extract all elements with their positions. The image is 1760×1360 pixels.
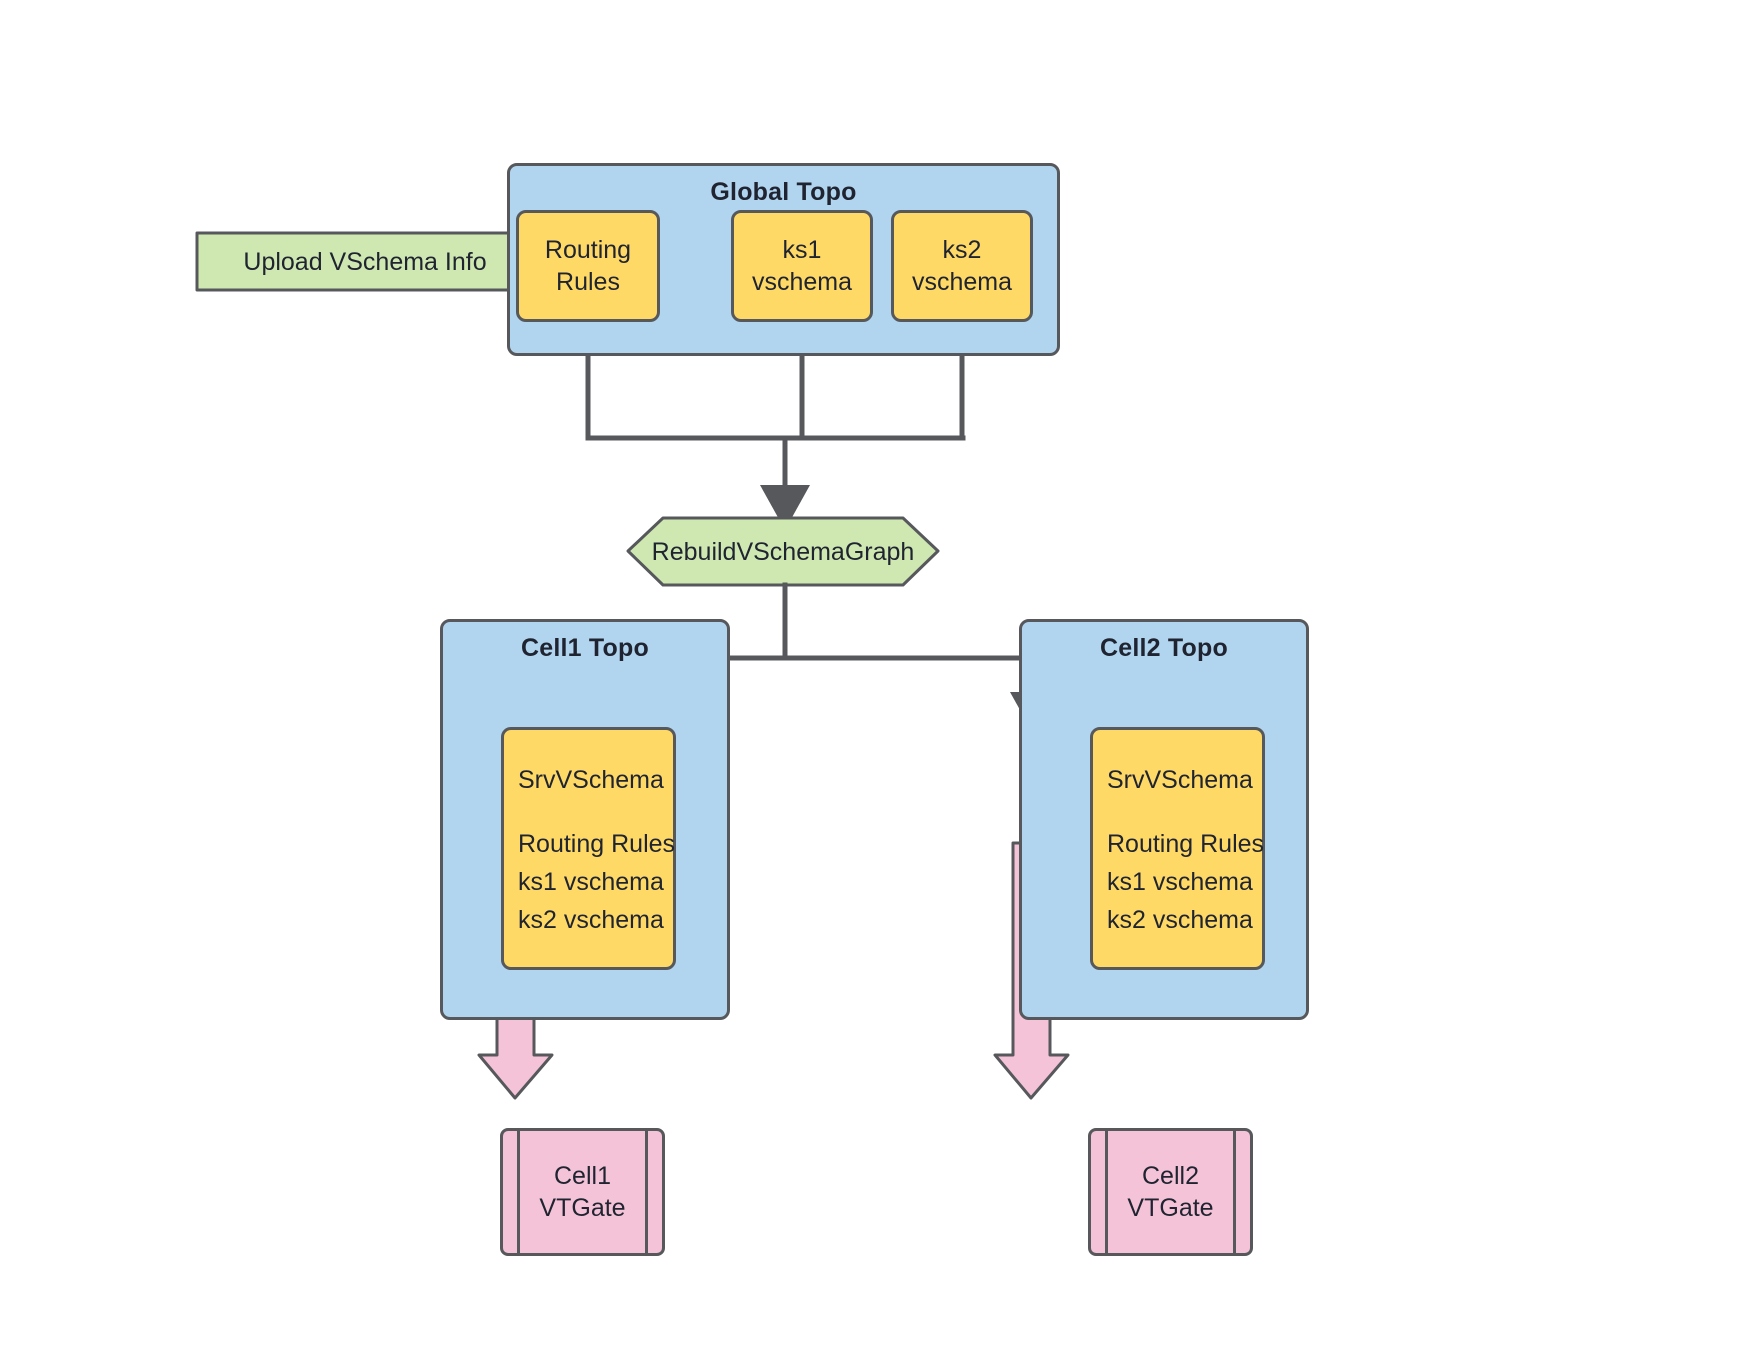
routing-rules-line1: Routing bbox=[544, 236, 632, 264]
cell2-vtgate-line2: VTGate bbox=[1127, 1194, 1214, 1222]
cell1-vtgate-left-bar bbox=[517, 1131, 520, 1253]
upload-vschema-label: Upload VSchema Info bbox=[243, 248, 487, 276]
cell1-srvvschema-box[interactable]: SrvVSchema Routing Rules ks1 vschema ks2… bbox=[501, 727, 676, 970]
ks1-vschema-line1: ks1 bbox=[782, 236, 822, 264]
cell2-srvvschema-items: Routing Rules ks1 vschema ks2 vschema bbox=[1107, 830, 1265, 934]
global-topo-title: Global Topo bbox=[710, 178, 857, 206]
cell1-vtgate-box[interactable]: Cell1 VTGate bbox=[500, 1128, 665, 1256]
cell2-srvvschema-box[interactable]: SrvVSchema Routing Rules ks1 vschema ks2… bbox=[1090, 727, 1265, 970]
ks2-vschema-box[interactable]: ks2 vschema bbox=[891, 210, 1033, 322]
cell1-srvvschema-heading: SrvVSchema bbox=[518, 766, 664, 794]
ks1-vschema-box[interactable]: ks1 vschema bbox=[731, 210, 873, 322]
cell1-vtgate-right-bar bbox=[645, 1131, 648, 1253]
ks2-vschema-line2: vschema bbox=[911, 268, 1013, 296]
cell2-topo-title: Cell2 Topo bbox=[1100, 634, 1228, 662]
cell1-srvvschema-items: Routing Rules ks1 vschema ks2 vschema bbox=[518, 830, 676, 934]
cell1-vtgate-line1: Cell1 bbox=[554, 1162, 611, 1190]
cell2-vtgate-box[interactable]: Cell2 VTGate bbox=[1088, 1128, 1253, 1256]
cell2-vtgate-left-bar bbox=[1105, 1131, 1108, 1253]
rebuild-vschema-graph-shape bbox=[626, 516, 940, 587]
ks1-vschema-line2: vschema bbox=[751, 268, 853, 296]
ks2-vschema-line1: ks2 bbox=[942, 236, 982, 264]
routing-rules-line2: Rules bbox=[556, 268, 620, 296]
routing-rules-box[interactable]: Routing Rules bbox=[516, 210, 660, 322]
rebuild-vschema-graph-label: RebuildVSchemaGraph bbox=[651, 538, 915, 566]
cell1-topo-title: Cell1 Topo bbox=[521, 634, 649, 662]
cell2-vtgate-right-bar bbox=[1233, 1131, 1236, 1253]
cell1-vtgate-line2: VTGate bbox=[539, 1194, 626, 1222]
cell2-srvvschema-heading: SrvVSchema bbox=[1107, 766, 1253, 794]
cell2-vtgate-line1: Cell2 bbox=[1142, 1162, 1199, 1190]
